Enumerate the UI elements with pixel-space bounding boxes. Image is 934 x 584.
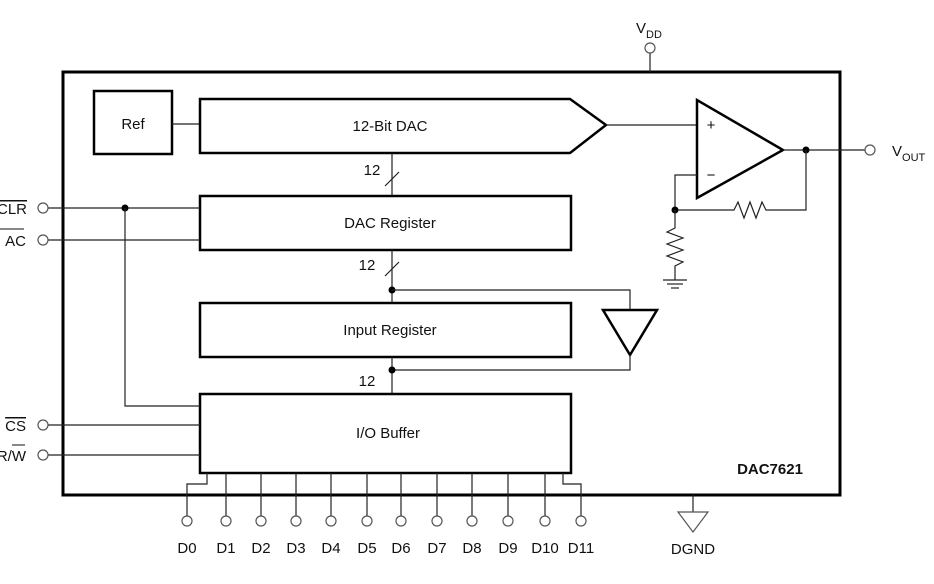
io-buffer-label: I/O Buffer (356, 425, 420, 442)
vout-label: V (892, 143, 902, 160)
svg-text:VOUT: VOUT (892, 143, 926, 164)
data-pin-label: D11 (568, 540, 594, 557)
data-pin-9 (502, 515, 514, 527)
io-buffer-block (198, 392, 573, 475)
data-pin-5 (361, 515, 373, 527)
data-pin-11 (575, 515, 587, 527)
data-pin-10 (539, 515, 551, 527)
vout-sub: OUT (902, 152, 926, 164)
vdd-label: V (636, 20, 646, 37)
dac-register-label: DAC Register (344, 215, 436, 232)
data-pin-label: D10 (531, 540, 559, 557)
dgnd-label: DGND (671, 541, 715, 558)
input-register-label: Input Register (343, 322, 436, 339)
data-pin-2 (255, 515, 267, 527)
dgnd-symbol (676, 511, 710, 533)
vdd-sub: DD (646, 29, 662, 41)
ref-label: Ref (121, 116, 145, 133)
data-pin-label: D0 (177, 540, 196, 557)
rw-label: R/W (0, 448, 27, 465)
cs-pin (37, 419, 49, 431)
ldac-label: AC (5, 233, 26, 250)
data-pin-label: D8 (462, 540, 481, 557)
data-pins: D0 D1 D2 D3 D4 D5 D6 D7 D8 D9 D10 D11 (177, 473, 594, 557)
vdd-pin: VDD (636, 20, 662, 72)
vout-pin (864, 144, 876, 156)
data-pin-8 (466, 515, 478, 527)
input-register-block (198, 301, 573, 359)
bus-width-label: 12 (364, 162, 381, 179)
opamp-plus: + (707, 117, 716, 134)
data-pin-3 (290, 515, 302, 527)
rw-pin (37, 449, 49, 461)
data-pin-label: D4 (321, 540, 340, 557)
data-pin-label: D9 (498, 540, 517, 557)
dac-label: 12-Bit DAC (352, 118, 427, 135)
svg-text:VDD: VDD (636, 20, 662, 41)
data-pin-0 (181, 515, 193, 527)
data-pin-6 (395, 515, 407, 527)
data-pin-label: D2 (251, 540, 270, 557)
data-pin-1 (220, 515, 232, 527)
opamp-symbol (695, 97, 786, 201)
bus-width-label: 12 (359, 373, 376, 390)
data-pin-label: D6 (391, 540, 410, 557)
dac-register-block (198, 194, 573, 252)
dac-block (198, 97, 609, 155)
cs-label: CS (5, 418, 26, 435)
clr-label: CLR (0, 201, 27, 218)
chip-name: DAC7621 (737, 461, 803, 478)
data-pin-line (186, 473, 208, 516)
data-pin-label: D5 (357, 540, 376, 557)
ground-icon (663, 279, 687, 289)
chip-outline (61, 70, 842, 497)
data-pin-line (562, 473, 582, 516)
data-pin-label: D7 (427, 540, 446, 557)
data-pin-7 (431, 515, 443, 527)
clr-pin (37, 202, 49, 214)
data-pin-4 (325, 515, 337, 527)
ground-resistor (665, 210, 685, 280)
bus-width-label: 12 (359, 257, 376, 274)
opamp-minus: − (707, 167, 716, 184)
readback-buffer (600, 308, 660, 358)
data-pin-label: D3 (286, 540, 305, 557)
ldac-pin (37, 234, 49, 246)
data-pin-label: D1 (216, 540, 235, 557)
ref-block (92, 89, 174, 156)
feedback-resistor (675, 150, 807, 220)
